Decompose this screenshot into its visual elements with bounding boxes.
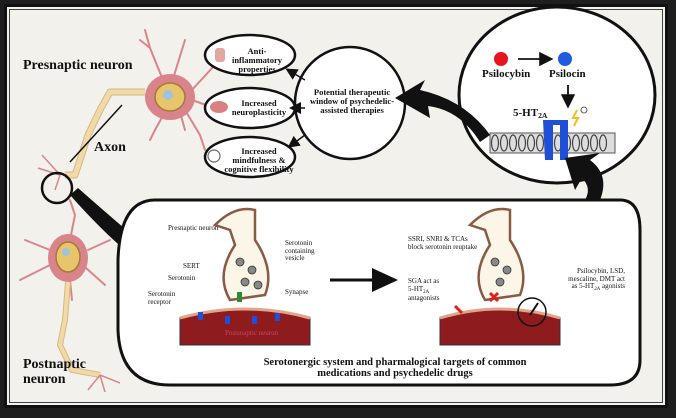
lipid-molecule: [508, 134, 518, 152]
sga-label: SGA act as 5-HT2A antagonists: [408, 277, 440, 302]
psilocybin-molecule-icon: [494, 52, 508, 66]
lipid-molecule: [499, 134, 509, 152]
blocked-sert-icon: [488, 291, 500, 303]
vesicle: [247, 265, 257, 275]
therapy-center-label: Potential therapeutic window of psychede…: [309, 87, 395, 116]
psilocin-molecule-icon: [558, 52, 572, 66]
ssri-label: SSRI, SNRI & TCAs block serotonin reupta…: [408, 235, 478, 251]
lipid-molecule: [490, 134, 500, 152]
vesicle: [490, 257, 500, 267]
axon-pointer-line: [69, 104, 123, 163]
vesicle: [235, 257, 245, 267]
receptor-panel-circle: [457, 5, 657, 185]
presynaptic-terminal: [212, 207, 270, 302]
agonist-zoom-circle: [517, 297, 547, 327]
positive-charge-icon: [580, 106, 588, 114]
lipid-molecule: [526, 134, 536, 152]
serotonin-label: Serotonin: [168, 274, 196, 282]
effect-label-neuroplasticity: Increased neuroplasticity: [231, 98, 287, 118]
postsynaptic-nucleus: [55, 241, 81, 273]
figure-inner-border: [9, 9, 663, 403]
presynaptic-terminal: [467, 207, 525, 302]
lipid-molecule: [598, 134, 608, 152]
5ht2a-receptor-icon: [543, 120, 568, 160]
vesicle: [253, 280, 263, 290]
effect-ellipse-1: [203, 33, 297, 77]
postsynaptic-neuron-label: Postnaptic neuron: [23, 357, 86, 388]
lipid-molecule: [580, 134, 590, 152]
left-synapse-illustration: [179, 207, 311, 346]
vesicle: [502, 265, 512, 275]
synapse-panel-caption: Serotonergic system and pharmalogical ta…: [263, 357, 527, 380]
psilocybin-label: Psilocybin: [482, 68, 531, 80]
lipid-molecule: [571, 134, 581, 152]
vesicle: [240, 277, 250, 287]
right-synapse-illustration: [439, 207, 561, 346]
presynaptic-neuron: [37, 29, 226, 191]
sert-label: SERT: [183, 262, 200, 270]
sga-antagonist-icon: [453, 304, 464, 315]
left-presynaptic-label: Presnaptic neuron: [168, 224, 219, 232]
postsynaptic-neuron: [19, 199, 121, 393]
agonists-label: Psilocybin, LSD, mescaline, DMT act as 5…: [568, 267, 625, 293]
effect-label-mindfulness: Increased mindfulness & cognitive flexib…: [224, 146, 294, 175]
lipid-molecule: [589, 134, 599, 152]
sert-transporter: [237, 292, 242, 302]
activation-bolt-icon: [571, 109, 580, 127]
axon-label: Axon: [94, 140, 126, 155]
effect-label-anti-inflammatory: Anti-inflammatory properties: [231, 46, 283, 75]
psilocin-label: Psilocin: [549, 68, 586, 80]
serotonin-receptor: [198, 312, 203, 320]
effect-ellipse-3: [203, 135, 297, 179]
head-brain-icon: [207, 149, 221, 163]
serotonin-receptor-label: Serotonin receptor: [148, 290, 176, 306]
serotonin-receptor: [225, 316, 230, 324]
agonist-arrow: [565, 153, 604, 200]
lipid-molecule: [535, 134, 545, 152]
synapse-label: Synapse: [285, 288, 309, 296]
vesicle: [495, 277, 505, 287]
intestine-icon: [215, 48, 225, 62]
therapy-arrows: [285, 68, 306, 148]
presynaptic-neuron-label: Presnaptic neuron: [23, 58, 133, 73]
effects-arrow: [395, 80, 490, 142]
5ht2a-label: 5-HT2A: [513, 107, 548, 120]
lipid-molecule: [517, 134, 527, 152]
postsynaptic-block-label: Postsnaptic neuron: [225, 329, 279, 337]
serotonin-receptor: [275, 313, 280, 321]
brain-icon: [210, 101, 228, 113]
synapse-zoom-circle: [40, 171, 74, 205]
vesicle-label: Serotonin containing vesicle: [285, 239, 315, 263]
serotonin-receptor: [252, 316, 257, 324]
